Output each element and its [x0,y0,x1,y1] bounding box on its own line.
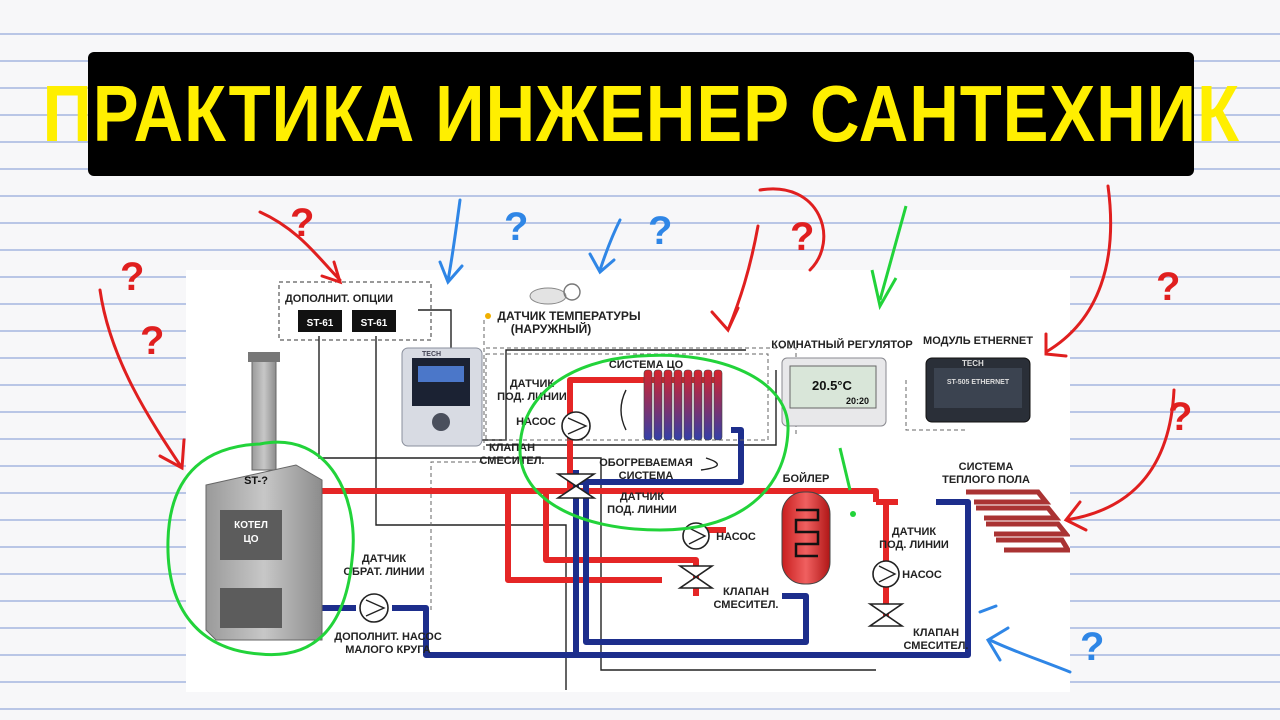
question-red-3: ? [290,201,314,245]
outdoor-sensor: ДАТЧИК ТЕМПЕРАТУРЫ (НАРУЖНЫЙ) [485,283,641,336]
valve-2-line1: КЛАПАН [723,586,769,598]
green-exclaim-line [838,447,852,491]
room-regulator: КОМНАТНЫЙ РЕГУЛЯТОР 20.5°C 20:20 [771,338,913,427]
floor-system-line1: СИСТЕМА [959,461,1014,473]
green-arrow [870,205,908,311]
st61-module-a: ST-61 [307,318,334,329]
valve-1-line1: КЛАПАН [489,442,535,454]
red-arrows [98,184,1176,532]
question-blue-3: ? [1080,625,1104,669]
water-heater-label: БОЙЛЕР [783,472,830,485]
feed-sensor-3-line1: ДАТЧИК [892,526,937,538]
question-red-2: ? [140,319,164,363]
regulator-temperature: 20.5°C [812,378,853,393]
feed-sensor-1-line2: ПОД. ЛИНИИ [497,391,567,403]
question-red-1: ? [120,255,144,299]
outdoor-sensor-line2: (НАРУЖНЫЙ) [511,321,592,336]
ethernet-module: МОДУЛЬ ETHERNET TECH ST-505 ETHERNET [923,335,1033,423]
green-exclaim-dot [850,511,856,517]
page-title: ПРАКТИКА ИНЖЕНЕР САНТЕХНИК [42,69,1240,158]
controller-brand: TECH [422,351,441,358]
st61-module-b: ST-61 [361,318,388,329]
boiler-name-line1: КОТЕЛ [234,520,268,531]
co-heating-system: СИСТЕМА ЦО ДАТЧИК ПОД. ЛИНИИ НАСОС КЛАПА… [480,353,769,499]
question-red-5: ? [1156,265,1180,309]
heated-system-line1: ОБОГРЕВАЕМАЯ [599,457,693,469]
feed-sensor-1-line1: ДАТЧИК [510,378,555,390]
regulator-time: 20:20 [846,396,869,406]
return-sensor-line2: ОБРАТ. ЛИНИИ [343,566,424,578]
feed-sensor-3-line2: ПОД. ЛИНИИ [879,539,949,551]
boiler-controller-label: ST-? [244,475,268,487]
green-circles [166,205,908,657]
underfloor-circuit: СИСТЕМА ТЕПЛОГО ПОЛА ДАТЧИК ПОД. ЛИНИИ Н… [867,461,1073,652]
return-sensor-line1: ДАТЧИК [362,553,407,565]
valve-3-line2: СМЕСИТЕЛ. [904,640,969,652]
co-system-label: СИСТЕМА ЦО [609,359,684,371]
tech-controller: TECH [401,347,483,447]
question-blue-1: ? [504,205,528,249]
return-pipes [322,427,971,658]
valve-1-line2: СМЕСИТЕЛ. [480,455,545,467]
options-title: ДОПОЛНИТ. ОПЦИИ [285,293,393,305]
blue-arrows [438,198,1072,674]
valve-2-line2: СМЕСИТЕЛ. [714,599,779,611]
floor-system-line2: ТЕПЛОГО ПОЛА [942,474,1030,486]
scheme-canvas: ST-? КОТЕЛ ЦО ДОПОЛНИТ. ОПЦИИ ST-61 ST-6… [205,281,1073,690]
options-box: ДОПОЛНИТ. ОПЦИИ ST-61 ST-61 [278,281,432,341]
outdoor-sensor-line1: ДАТЧИК ТЕМПЕРАТУРЫ [497,309,640,323]
ethernet-model: ST-505 ETHERNET [947,379,1010,386]
small-pump-line2: МАЛОГО КРУГА [345,644,431,656]
small-circuit: ДАТЧИК ОБРАТ. ЛИНИИ ДОПОЛНИТ. НАСОС МАЛО… [334,553,442,656]
pump-3-label: НАСОС [902,569,942,581]
heated-system-line2: СИСТЕМА [619,470,674,482]
room-regulator-label: КОМНАТНЫЙ РЕГУЛЯТОР [771,338,912,351]
pump-2-label: НАСОС [716,531,756,543]
small-pump-line1: ДОПОЛНИТ. НАСОС [334,631,442,643]
question-red-4: ? [790,215,814,259]
feed-sensor-2-line2: ПОД. ЛИНИИ [607,504,677,516]
feed-sensor-2-line1: ДАТЧИК [620,491,665,503]
ethernet-brand: TECH [962,359,984,368]
question-blue-2: ? [648,209,672,253]
boiler-name-line2: ЦО [243,534,258,545]
sensor-wires [430,320,966,610]
ethernet-module-label: МОДУЛЬ ETHERNET [923,335,1033,347]
question-red-6: ? [1168,395,1192,439]
title-banner: ПРАКТИКА ИНЖЕНЕР САНТЕХНИК [42,52,1239,176]
question-marks: ? ? ? ? ? ? ? ? ? [120,201,1192,669]
valve-3-line1: КЛАПАН [913,627,959,639]
co-boiler: ST-? КОТЕЛ ЦО [205,352,323,641]
